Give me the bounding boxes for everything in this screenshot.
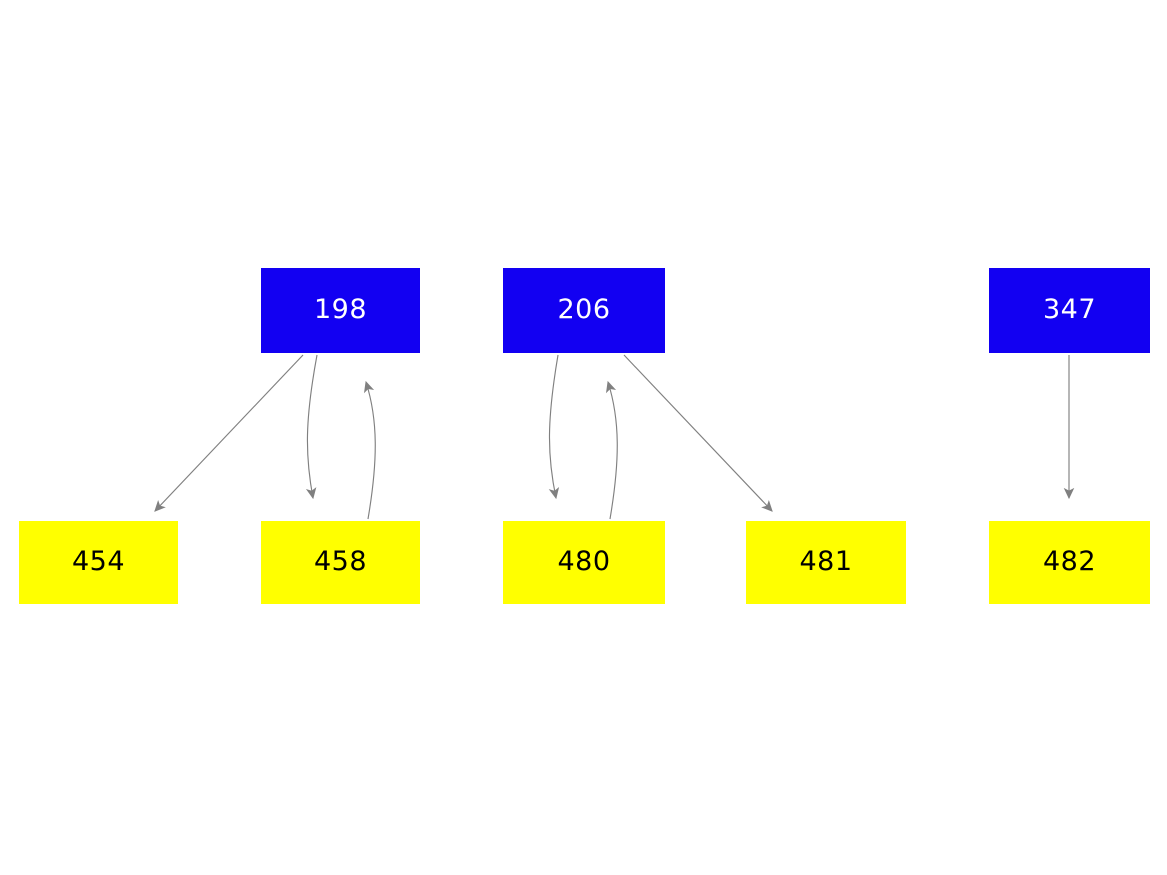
edge-198-to-454 bbox=[154, 354, 304, 512]
edge-206-to-480 bbox=[548, 354, 560, 500]
node-198[interactable]: 198 bbox=[261, 268, 420, 353]
node-480[interactable]: 480 bbox=[503, 521, 665, 604]
edge-458-to-198 bbox=[363, 380, 376, 520]
node-206[interactable]: 206 bbox=[503, 268, 665, 353]
node-label: 347 bbox=[1042, 294, 1097, 325]
node-482[interactable]: 482 bbox=[989, 521, 1150, 604]
node-label: 206 bbox=[557, 294, 611, 325]
edge-206-to-481 bbox=[623, 354, 773, 512]
node-347[interactable]: 347 bbox=[989, 268, 1150, 353]
edge-198-to-458 bbox=[305, 354, 318, 500]
node-458[interactable]: 458 bbox=[261, 521, 420, 604]
node-label: 480 bbox=[557, 546, 611, 577]
node-label: 454 bbox=[71, 546, 126, 577]
edge-480-to-206 bbox=[605, 380, 618, 520]
node-label: 198 bbox=[313, 294, 368, 325]
node-454[interactable]: 454 bbox=[19, 521, 178, 604]
node-label: 458 bbox=[313, 546, 368, 577]
node-label: 482 bbox=[1042, 546, 1097, 577]
node-label: 481 bbox=[799, 546, 853, 577]
node-481[interactable]: 481 bbox=[746, 521, 906, 604]
